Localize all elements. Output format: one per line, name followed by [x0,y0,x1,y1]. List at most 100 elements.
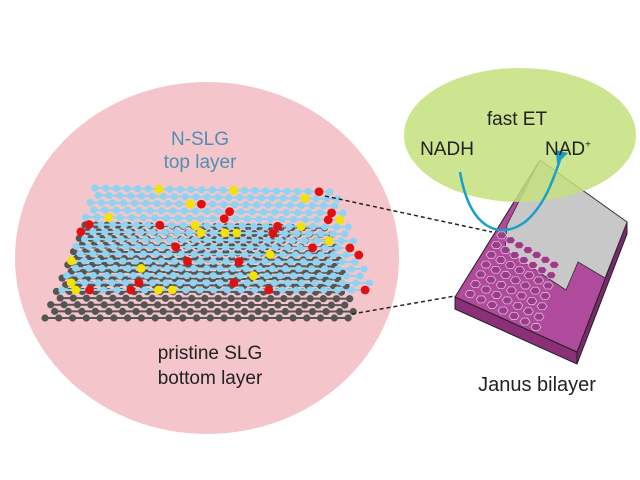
carbon-atom [240,294,248,303]
oxygen-atom [308,243,317,253]
carbon-atom [333,286,342,294]
carbon-atom [312,195,320,203]
carbon-atom [225,193,233,201]
carbon-atom [89,250,97,258]
carbon-atom [128,214,136,222]
carbon-atom [102,184,110,192]
carbon-atom [82,314,90,322]
carbon-atom [117,235,125,243]
carbon-atom [209,257,217,266]
carbon-atom [174,294,183,302]
carbon-atom [94,191,102,199]
carbon-atom [93,257,101,265]
oxygen-atom [84,220,94,229]
carbon-atom [246,243,254,251]
carbon-atom [297,201,305,210]
carbon-atom [293,295,301,303]
electron-transfer-arrow [458,159,562,232]
carbon-atom [289,215,298,224]
carbon-atom [241,307,249,316]
carbon-atom [220,314,228,322]
carbon-atom [313,237,321,245]
carbon-atom [166,236,174,244]
carbon-atom [179,221,187,229]
chip-hexagon [542,281,554,290]
carbon-atom [146,207,154,215]
carbon-atom [116,271,124,280]
carbon-atom [234,301,242,309]
carbon-atom [341,301,349,309]
carbon-atom [291,251,300,259]
carbon-atom [295,307,303,316]
chip-hexagon [530,323,542,331]
carbon-atom [179,314,187,322]
carbon-atom [189,279,197,287]
nitrogen-atom [296,222,306,231]
chip-hexagon [533,312,545,321]
carbon-atom [157,207,166,215]
chip-hexagon [500,271,512,279]
carbon-atom [261,314,270,322]
chip-hexagon [516,291,528,300]
carbon-atom [148,192,157,200]
carbon-atom [308,202,317,210]
carbon-atom [286,258,295,266]
carbon-atom [123,206,132,214]
carbon-atom [351,258,359,266]
carbon-atom [203,236,211,244]
carbon-atom [241,250,249,259]
carbon-atom [131,199,139,207]
carbon-atom [313,216,321,224]
chip-hexagon [510,276,521,285]
carbon-atom [181,193,189,201]
carbon-atom [332,223,341,231]
carbon-atom [308,265,316,273]
carbon-atom [58,286,66,294]
chip-hexagon [475,270,487,279]
carbon-atom [167,301,175,309]
carbon-atom [125,228,133,236]
carbon-atom [325,258,333,266]
chip-hexagon [518,256,530,264]
carbon-atom [336,307,344,316]
carbon-atom [219,186,227,194]
carbon-atom [296,244,304,252]
carbon-atom [286,201,294,209]
bottom-layer-title: pristine SLG [157,343,263,364]
chip-hexagon [522,307,534,316]
carbon-atom [214,193,222,201]
nitrogen-atom [154,285,163,295]
carbon-atom [91,307,99,315]
chip-hexagon [545,271,557,280]
carbon-atom [141,286,149,294]
carbon-atom [103,271,111,280]
carbon-atom [196,286,204,294]
carbon-atom [209,272,217,280]
oxygen-atom [76,227,86,237]
carbon-atom [178,236,186,244]
carbon-atom [187,186,195,194]
carbon-atom [213,307,222,316]
carbon-atom [303,272,311,280]
oxygen-atom [268,228,278,238]
carbon-atom [240,186,248,195]
dotted-connector-bottom [351,295,456,315]
carbon-atom [132,257,140,265]
carbon-atom [253,201,261,209]
chip-hexagon [501,296,513,305]
carbon-atom [305,230,313,238]
carbon-atom [222,257,230,266]
carbon-atom [246,194,255,202]
carbon-atom [279,251,287,259]
carbon-atom [97,199,105,207]
carbon-atom [151,214,159,222]
carbon-atom [97,221,105,229]
nad-charge: + [585,139,591,151]
carbon-atom [73,301,82,309]
carbon-atom [347,286,355,294]
chip-hexagon [527,261,539,269]
nitrogen-atom [335,215,345,225]
carbon-atom [288,236,296,245]
carbon-atom [142,199,150,207]
carbon-atom [306,286,314,294]
